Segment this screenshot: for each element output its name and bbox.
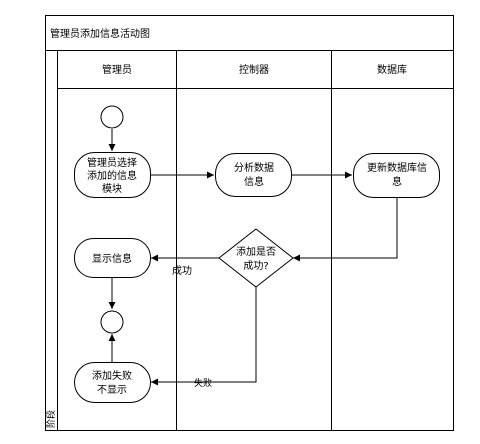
decision-success-line1: 添加是否: [236, 245, 276, 258]
action-update-database-line2: 息: [392, 175, 402, 188]
action-select-module: [74, 152, 151, 198]
diagram-title: 管理员添加信息活动图: [50, 27, 150, 40]
action-select-module-line1: 管理员选择: [87, 156, 137, 169]
lane-header-database: 数据库: [377, 63, 407, 76]
action-select-module-line3: 模块: [102, 183, 122, 195]
lane-header-controller: 控制器: [239, 63, 269, 76]
action-add-failed: [74, 362, 151, 403]
edge-update-to-decision: [293, 198, 398, 262]
decision-success: [218, 228, 294, 288]
decision-success-line2: 成功?: [243, 260, 268, 272]
action-update-database-line1: 更新数据库信: [367, 161, 427, 174]
action-analyze-data: [215, 153, 292, 197]
action-update-database: [353, 153, 440, 198]
action-analyze-data-line1: 分析数据: [234, 161, 274, 174]
lane-header-admin: 管理员: [102, 63, 132, 76]
action-show-info: [74, 238, 151, 278]
edge-label-failure: 失败: [194, 377, 212, 389]
action-add-failed-line2: 不显示: [97, 384, 127, 396]
action-analyze-data-line2: 信息: [244, 175, 264, 188]
edge-decision-failure: [151, 287, 257, 386]
diagram-frame: [45, 15, 454, 431]
action-show-info-label: 显示信息: [92, 252, 132, 265]
edge-label-success: 成功: [172, 265, 192, 277]
initial-node: [100, 105, 124, 129]
action-select-module-line2: 添加的信息: [87, 169, 137, 182]
merge-node: [100, 310, 124, 334]
side-column-label: 阶段: [45, 410, 57, 428]
action-add-failed-line1: 添加失败: [92, 369, 132, 382]
